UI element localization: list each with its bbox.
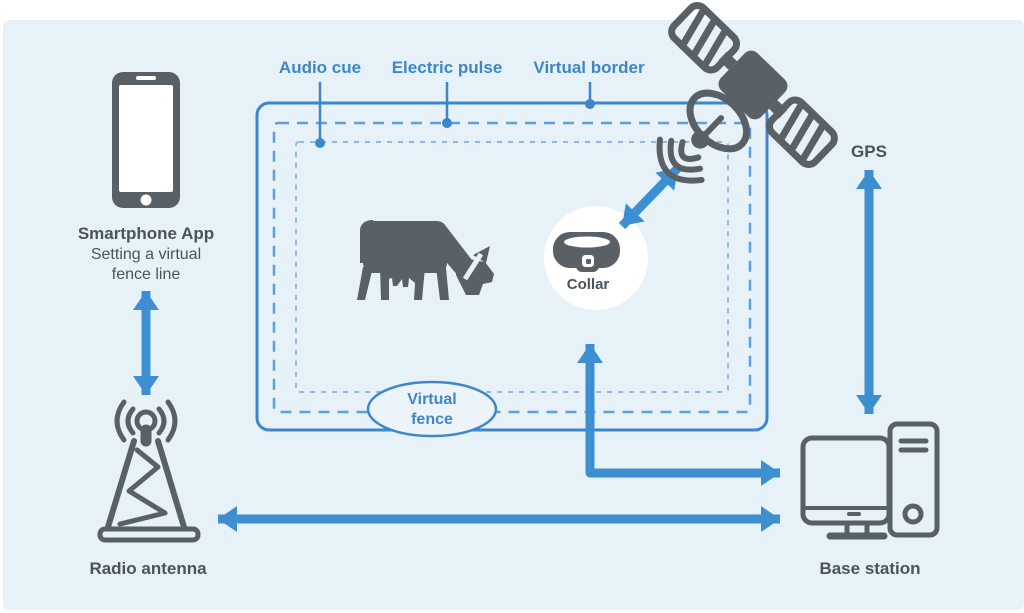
inner-dashed-border [295,141,729,393]
middle-dashed-border [272,121,752,414]
base-station-icon [800,421,940,540]
virtual-fence-badge [366,380,498,438]
smartphone-icon [112,72,180,208]
smartphone-subtitle-line2: fence line [111,266,181,283]
virtual-fence-badge-line2: fence [411,411,453,428]
virtual-fence-badge-line1: Virtual [407,391,457,408]
virtual-border-dot [585,99,595,109]
radio-antenna-icon [97,399,201,543]
collar-icon [553,232,620,272]
antenna-signal-waves [114,399,178,443]
smartphone-title: Smartphone App [77,224,215,243]
cow-icon [357,220,494,300]
arrows [133,164,882,532]
callout-dots [315,99,595,148]
smartphone-subtitle-line1: Setting a virtual [90,246,202,263]
monitor [800,435,892,526]
base-station-label: Base station [819,559,921,578]
audio-cue-dot [315,138,325,148]
audio-cue-label: Audio cue [278,58,362,77]
arrow-fence-base-station [577,344,780,486]
gps-label: GPS [851,142,887,161]
satellite-icon [656,2,838,184]
arrow-collar-satellite [618,164,682,230]
electric-pulse-label: Electric pulse [391,58,503,77]
outer-solid-border [255,101,769,432]
collar-label: Collar [566,276,610,293]
virtual-border-label: Virtual border [533,58,645,77]
callout-leaders [318,82,592,143]
radio-antenna-label: Radio antenna [89,559,207,578]
satellite-signal-waves [656,136,705,184]
virtual-fence-borders [255,101,769,432]
electric-pulse-dot [442,118,452,128]
cow-collar-band [462,252,484,281]
virtual-fence-badge-label: Virtual fence [407,390,457,430]
smartphone-label-block: Smartphone App Setting a virtual fence l… [78,223,214,285]
